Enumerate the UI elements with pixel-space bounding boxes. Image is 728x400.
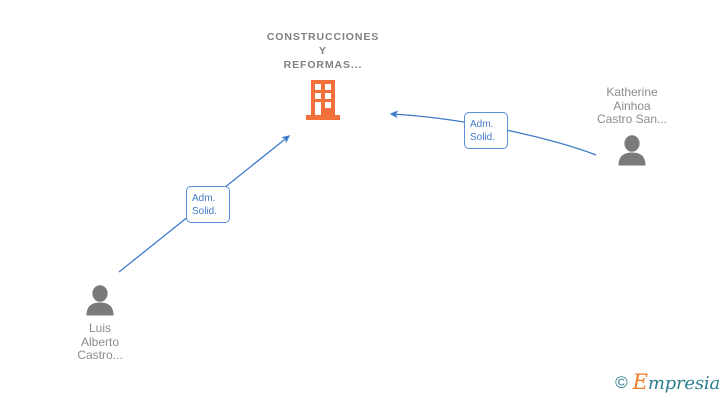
person-node-left[interactable]: Luis Alberto Castro... [35,282,165,363]
company-name: CONSTRUCCIONES Y REFORMAS... [266,31,380,71]
person-icon [567,132,697,166]
building-icon [243,79,403,121]
person-name-left: Luis Alberto Castro... [77,321,123,362]
watermark: © Empresia [615,372,720,393]
brand-initial: E [632,370,648,394]
company-node[interactable]: CONSTRUCCIONES Y REFORMAS... [243,30,403,121]
brand-rest: mpresia [647,373,720,394]
relation-label-right-line2: Solid. [470,131,496,143]
relation-line-right [389,110,597,156]
relation-label-left-line2: Solid. [192,205,218,217]
person-icon [35,282,165,316]
relation-label-right[interactable]: Adm. Solid. [464,112,508,149]
person-node-right[interactable]: Katherine Ainhoa Castro San... [567,85,697,166]
relation-label-right-line1: Adm. [470,118,494,130]
copyright-icon: © [615,373,628,392]
brand-name: Empresia [632,370,721,394]
relation-label-left[interactable]: Adm. Solid. [186,186,230,223]
relation-label-left-line1: Adm. [192,192,216,204]
person-name-right: Katherine Ainhoa Castro San... [596,85,668,126]
